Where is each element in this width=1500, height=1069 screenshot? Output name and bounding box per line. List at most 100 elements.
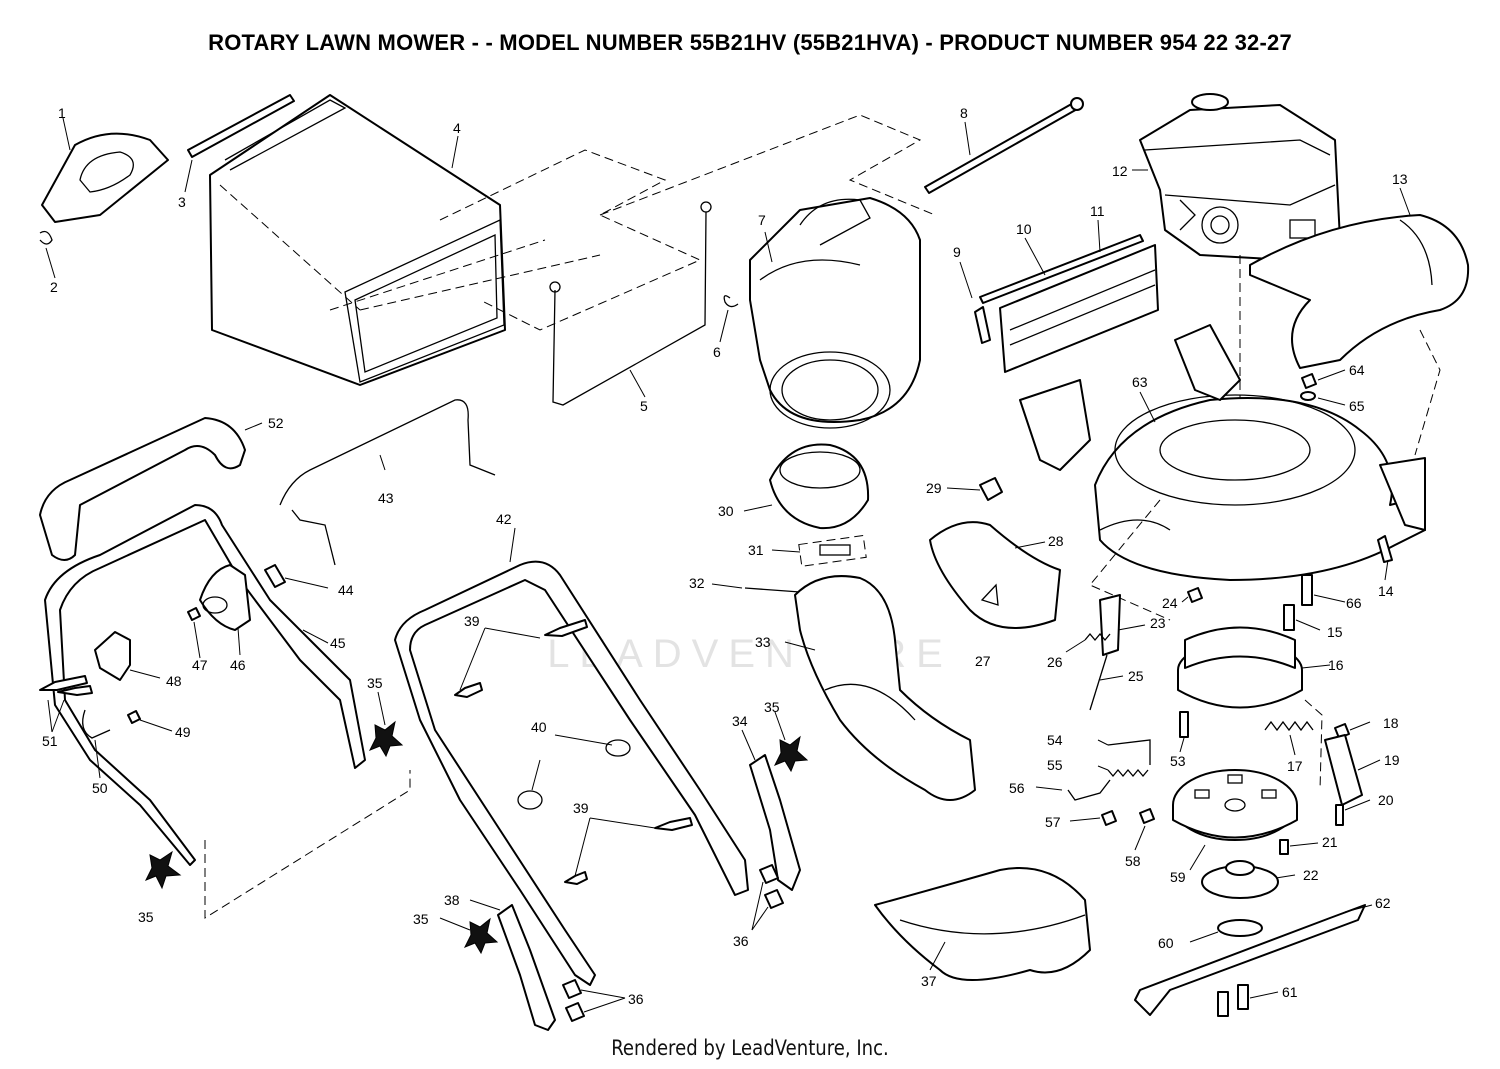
- callout-57: 57: [1045, 814, 1061, 830]
- part-20-bolt[interactable]: [1335, 799, 1371, 826]
- callout-20: 20: [1378, 792, 1394, 808]
- part-1-handle-grip[interactable]: [41, 117, 169, 223]
- callout-64: 64: [1349, 362, 1365, 378]
- part-26-spring[interactable]: [1065, 632, 1111, 653]
- callout-33: 33: [755, 634, 771, 650]
- part-21-bolt[interactable]: [1279, 839, 1319, 855]
- part-29-knob[interactable]: [946, 477, 1003, 501]
- callout-27: 27: [975, 653, 991, 669]
- callout-65: 65: [1349, 398, 1365, 414]
- part-23-adjuster[interactable]: [1099, 594, 1146, 656]
- part-35-knob-d[interactable]: [773, 711, 809, 773]
- callout-13: 13: [1392, 171, 1408, 187]
- part-9-bolt[interactable]: [959, 261, 991, 344]
- part-56-spring-arm[interactable]: [1035, 779, 1111, 801]
- part-53-bolt[interactable]: [1179, 711, 1189, 753]
- part-37-trail-shield[interactable]: [874, 867, 1091, 981]
- part-46-control[interactable]: [199, 564, 251, 656]
- part-51-bolts[interactable]: [39, 675, 93, 733]
- part-2-clip[interactable]: [39, 230, 56, 279]
- part-35-knob-c[interactable]: [439, 917, 499, 955]
- part-35-knob-b[interactable]: [368, 691, 404, 758]
- callout-43: 43: [378, 490, 394, 506]
- part-11-hinge-plate[interactable]: [999, 219, 1159, 373]
- part-55-spring[interactable]: [1097, 765, 1149, 778]
- part-64-nut[interactable]: [1301, 369, 1346, 389]
- part-31-label[interactable]: [771, 534, 867, 567]
- part-66-stud[interactable]: [1301, 574, 1346, 606]
- callout-42: 42: [496, 511, 512, 527]
- part-39-bolts-a[interactable]: [454, 619, 588, 698]
- part-52-upper-handle[interactable]: [39, 417, 263, 561]
- part-59-blade-hub[interactable]: [1172, 769, 1298, 871]
- part-6-clip[interactable]: [719, 295, 739, 343]
- part-49-nut[interactable]: [127, 710, 173, 732]
- part-32-pin[interactable]: [711, 583, 801, 593]
- part-43-bail[interactable]: [279, 399, 496, 566]
- callout-29: 29: [926, 480, 942, 496]
- part-42-lower-handle[interactable]: [394, 527, 749, 986]
- part-28-deflector[interactable]: [929, 521, 1061, 629]
- dashed-guide-handle: [204, 770, 411, 919]
- callout-53: 53: [1170, 753, 1186, 769]
- callout-60: 60: [1158, 935, 1174, 951]
- part-38-bracket[interactable]: [469, 899, 556, 1031]
- part-8-axle[interactable]: [924, 97, 1084, 194]
- callout-61: 61: [1282, 984, 1298, 1000]
- callout-9: 9: [953, 244, 961, 260]
- callout-39-b: 39: [573, 800, 589, 816]
- callout-35-a: 35: [138, 909, 154, 925]
- part-35-knob-a[interactable]: [144, 850, 182, 890]
- callout-2: 2: [50, 279, 58, 295]
- part-57-nut[interactable]: [1069, 810, 1117, 826]
- dashed-guide-bag: [439, 149, 702, 331]
- part-39-bolts-b[interactable]: [564, 817, 693, 885]
- part-48-lever[interactable]: [94, 631, 161, 681]
- part-4-grass-bag[interactable]: [209, 94, 601, 386]
- part-7-rear-cover[interactable]: [749, 197, 921, 429]
- callout-4: 4: [453, 120, 461, 136]
- callout-25: 25: [1128, 668, 1144, 684]
- part-47-nut[interactable]: [187, 607, 201, 659]
- part-34-bracket[interactable]: [741, 729, 801, 891]
- part-14-bolt[interactable]: [1377, 535, 1393, 581]
- part-65-washer[interactable]: [1300, 391, 1346, 406]
- part-50-cable[interactable]: [82, 709, 111, 779]
- part-19-bracket[interactable]: [1304, 699, 1381, 806]
- part-25-rod[interactable]: [1089, 654, 1124, 711]
- callout-16: 16: [1328, 657, 1344, 673]
- part-62-blade[interactable]: [1134, 904, 1373, 1016]
- part-12-engine[interactable]: [1132, 93, 1341, 435]
- callout-59: 59: [1170, 869, 1186, 885]
- part-10-hinge-rod[interactable]: [979, 234, 1144, 304]
- part-45-handle-left[interactable]: [44, 504, 366, 866]
- part-63-mower-deck[interactable]: [1019, 324, 1426, 621]
- part-15-bolt[interactable]: [1283, 604, 1321, 631]
- callout-47: 47: [192, 657, 208, 673]
- part-16-ring[interactable]: [1177, 626, 1331, 709]
- part-24-nut[interactable]: [1181, 587, 1203, 603]
- part-13-side-discharge[interactable]: [1249, 187, 1470, 456]
- part-33-chute[interactable]: [784, 575, 976, 801]
- part-44-bolt[interactable]: [264, 564, 329, 589]
- part-22-blade-adapter[interactable]: [1201, 860, 1296, 899]
- part-30-mulch-cap[interactable]: [743, 443, 870, 530]
- part-36-bolts-b[interactable]: [562, 979, 626, 1022]
- part-61-bolts[interactable]: [1217, 984, 1279, 1017]
- part-17-spring[interactable]: [1264, 720, 1314, 756]
- callout-26: 26: [1047, 654, 1063, 670]
- callout-66: 66: [1346, 595, 1362, 611]
- callout-35-d: 35: [764, 699, 780, 715]
- part-36-bolts-a[interactable]: [751, 864, 784, 931]
- part-58-nut[interactable]: [1134, 808, 1155, 851]
- callout-35-c: 35: [413, 911, 429, 927]
- part-40-clips[interactable]: [517, 734, 631, 810]
- callout-51: 51: [42, 733, 58, 749]
- part-60-washer[interactable]: [1189, 919, 1263, 943]
- callout-11: 11: [1090, 203, 1105, 219]
- part-5-bag-frame[interactable]: [549, 201, 712, 406]
- part-3-rod[interactable]: [184, 94, 295, 193]
- part-54-rod[interactable]: [1097, 739, 1151, 765]
- callout-58: 58: [1125, 853, 1141, 869]
- callout-39-a: 39: [464, 613, 480, 629]
